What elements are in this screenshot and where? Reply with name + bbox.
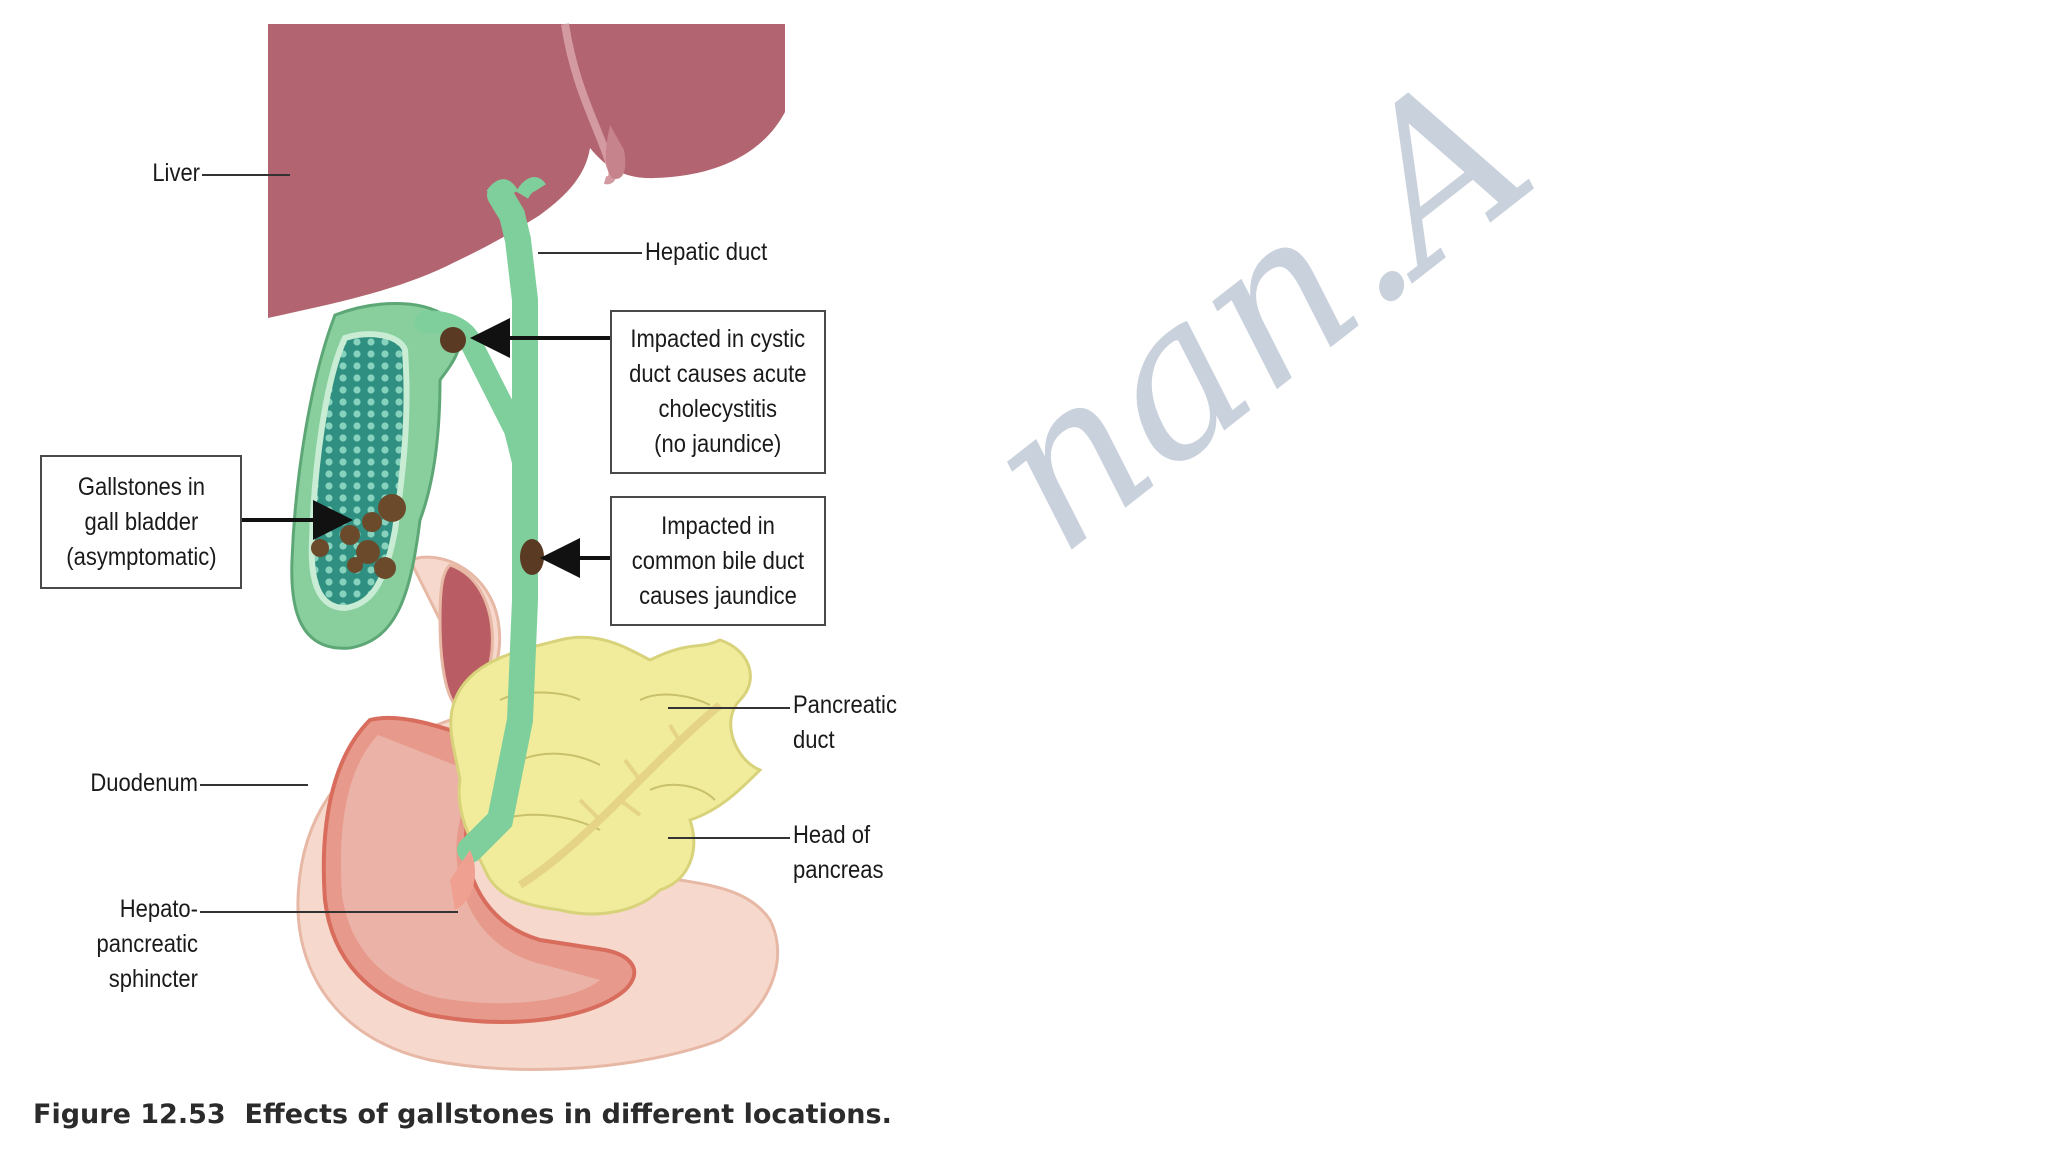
watermark: nan.A	[930, 27, 1575, 795]
gallstone-cystic-duct	[440, 327, 466, 353]
label-hepatic-duct: Hepatic duct	[645, 238, 768, 266]
figure-caption: Figure 12.53 Effects of gallstones in di…	[33, 1099, 892, 1130]
callout-common-bile-duct: Impacted in common bile duct causes jaun…	[610, 496, 826, 626]
leader-lines	[200, 174, 790, 913]
label-duodenum: Duodenum	[90, 769, 198, 797]
gallstones	[311, 327, 544, 579]
gall-bladder	[290, 302, 462, 650]
callout-gall-bladder-stones: Gallstones in gall bladder (asymptomatic…	[40, 455, 242, 589]
label-pancreatic-duct: Pancreatic duct	[793, 691, 897, 754]
label-hepatopancreatic-sphincter: Hepato- pancreatic sphincter	[96, 895, 198, 993]
label-liver: Liver	[152, 159, 200, 187]
gallstone-common-bile-duct	[520, 539, 544, 575]
liver	[268, 23, 785, 318]
label-head-of-pancreas: Head of pancreas	[793, 821, 884, 884]
callout-cystic-duct: Impacted in cystic duct causes acute cho…	[610, 310, 826, 474]
pointer-arrows	[242, 318, 610, 578]
